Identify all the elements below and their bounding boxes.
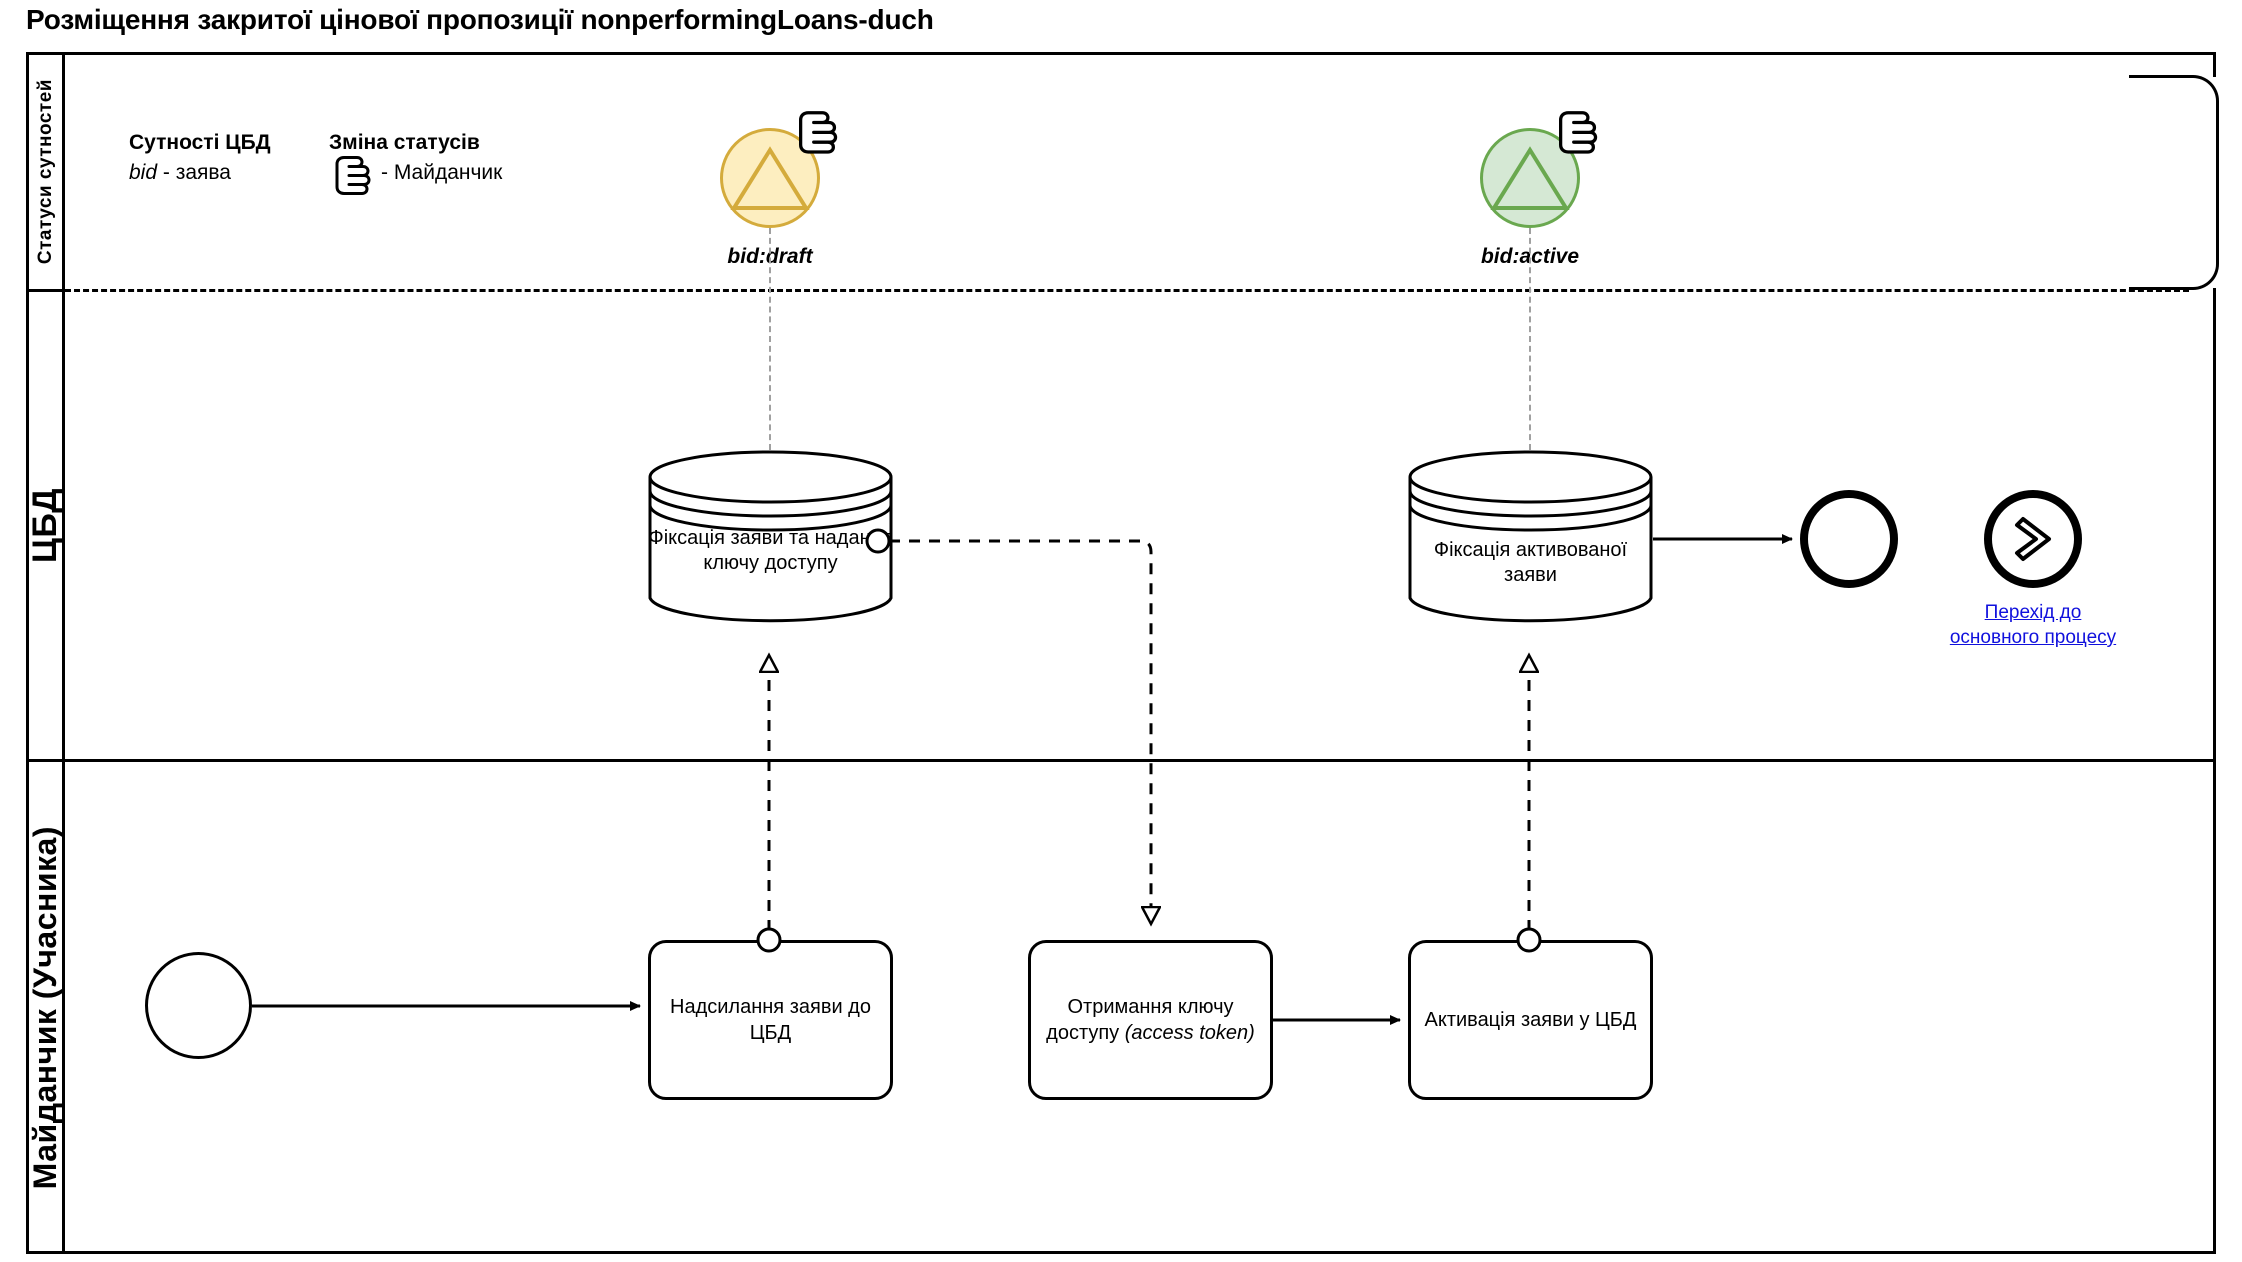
manual-task-hand-icon: [794, 110, 840, 158]
lane-label-platform: Майданчик (Учасника): [27, 826, 63, 1190]
lane-label-statuses: Статуси сутностей: [34, 79, 56, 265]
task-label: Активація заяви у ЦБД: [1424, 1009, 1637, 1031]
status-marker-bid-draft: [720, 111, 838, 228]
datastore-fix-active-bid: Фіксація активованої заяви: [1408, 450, 1653, 625]
link-event-label: Перехід до основного процесу: [1918, 600, 2148, 650]
datastore-label: Фіксація заяви та надання ключу доступу: [648, 527, 893, 574]
status-lane-dashed-divider: [65, 289, 2189, 292]
legend-entity-desc: - заява: [157, 161, 231, 184]
link-label-line1[interactable]: Перехід до: [1984, 602, 2082, 623]
legend-entities-title: Сутності ЦБД: [129, 131, 271, 154]
legend-status-change-row: - Майданчик: [381, 161, 503, 184]
lane-label-cbd: ЦБД: [26, 488, 64, 563]
datastore-fix-bid: Фіксація заяви та надання ключу доступу: [648, 450, 893, 625]
status-guide-active: [1529, 228, 1531, 450]
status-triangle-active: [1490, 146, 1570, 210]
lane-divider-cbd-platform: [65, 759, 2213, 762]
status-disc-active: [1480, 128, 1580, 228]
legend-entity-code: bid: [129, 161, 158, 184]
link-label-line2[interactable]: основного процесу: [1949, 627, 2117, 648]
legend-entity-row: bid - заява: [129, 161, 231, 185]
task-label-main: Отримання ключу доступу: [1046, 996, 1234, 1044]
status-triangle-draft: [730, 146, 810, 210]
link-event: [1984, 490, 2082, 588]
task-label: Отримання ключу доступу (access token): [1031, 994, 1270, 1046]
task-label-emphasis: (access token): [1124, 1022, 1255, 1044]
datastore-label: Фіксація активованої заяви: [1433, 539, 1628, 586]
end-event: [1800, 490, 1898, 588]
status-guide-draft: [769, 228, 771, 450]
task-activate-bid[interactable]: Активація заяви у ЦБД: [1408, 940, 1653, 1100]
lane-header-cbd: ЦБД: [26, 292, 65, 762]
task-label: Надсилання заяви до ЦБД: [670, 996, 871, 1044]
start-event: [145, 952, 252, 1059]
manual-task-hand-icon: [331, 155, 373, 199]
legend-status-change-title: Зміна статусів: [329, 131, 480, 154]
status-marker-bid-active: [1480, 111, 1598, 228]
manual-task-hand-icon: [1554, 110, 1600, 158]
lane-header-statuses: Статуси сутностей: [29, 55, 65, 292]
status-lane-corner-mask: [2131, 77, 2242, 288]
task-get-access-token[interactable]: Отримання ключу доступу (access token): [1028, 940, 1273, 1100]
status-lane-rounded-edge: [2129, 75, 2219, 290]
page-title: Розміщення закритої цінової пропозиції n…: [26, 4, 934, 35]
lane-header-platform: Майданчик (Учасника): [27, 762, 65, 1254]
task-send-bid[interactable]: Надсилання заяви до ЦБД: [648, 940, 893, 1100]
